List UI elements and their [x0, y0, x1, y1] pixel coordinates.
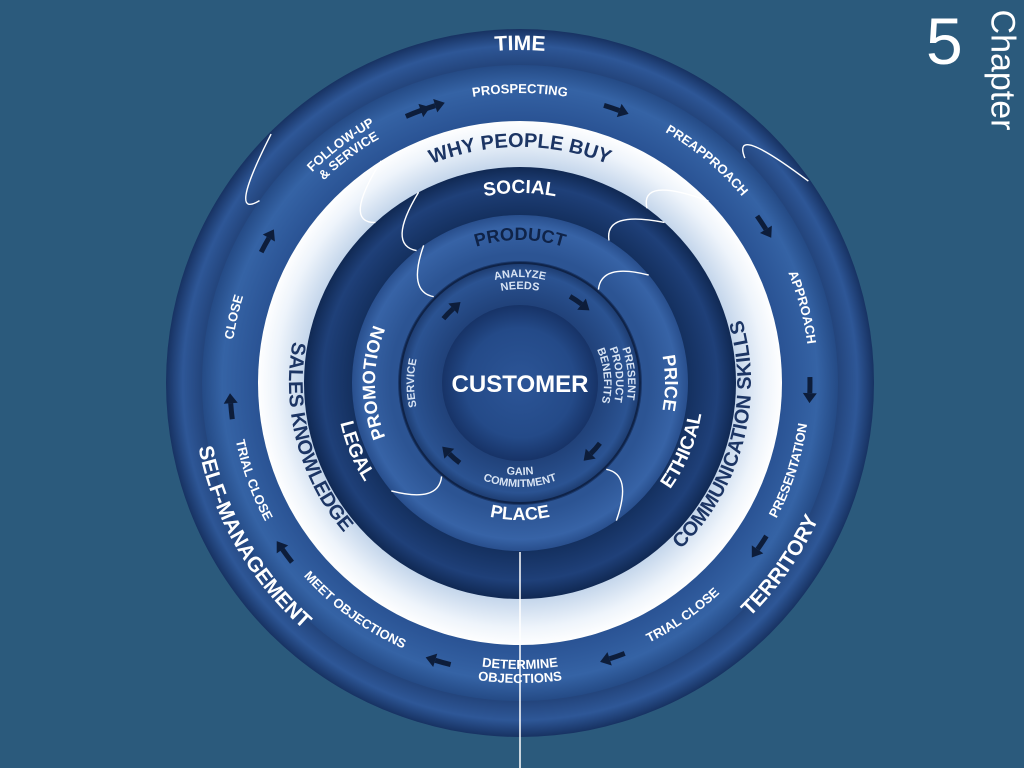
process-arrow-7-head — [425, 653, 438, 668]
inner-arrow-2-head — [583, 448, 596, 461]
divider-mix-upper-left — [416, 245, 434, 298]
divider-white-right — [645, 189, 709, 209]
customer-core — [442, 305, 598, 461]
dark-label-social: SOCIAL — [482, 177, 559, 201]
process-step-1: PROSPECTING — [471, 81, 569, 100]
inner-arrow-4 — [441, 306, 455, 321]
inner-cycle-step-1-line-2: NEEDS — [500, 280, 541, 294]
process-arrow-9 — [228, 403, 235, 420]
divider-mix-lower-right — [606, 468, 624, 521]
inner-arrow-3 — [447, 451, 462, 465]
inner-arrow-4-head — [448, 301, 461, 314]
process-arrow-9-head — [223, 393, 238, 404]
divider-dark-right — [608, 218, 665, 241]
process-arrow-8-head — [276, 541, 289, 554]
process-arrow-5 — [755, 534, 769, 551]
inner-cycle-step-4-line-1: SERVICE — [405, 357, 420, 408]
inner-cycle-step-3-line-2: COMMITMENT — [482, 472, 559, 490]
process-arrow-1-head — [433, 98, 445, 113]
process-arrow-3-head — [759, 225, 772, 238]
inner-arrow-1-head — [577, 298, 590, 311]
divider-mix-upper-right — [597, 270, 649, 290]
inner-cycle-step-1-line-1: ANALYZE — [493, 268, 547, 283]
inner-cycle-step-3-line-1: GAIN — [506, 465, 534, 478]
process-arrow-3 — [755, 214, 769, 231]
process-arrow-6-head — [600, 652, 612, 666]
process-arrow-6 — [608, 651, 626, 662]
mix-label-price: PRICE — [659, 353, 682, 413]
process-arrow-2-head — [616, 103, 629, 118]
inner-arrow-2 — [588, 441, 602, 456]
divider-dark-left — [401, 191, 420, 252]
process-arrow-11-head — [418, 103, 431, 118]
outer-label-time: TIME — [494, 32, 546, 56]
process-arrow-10-head — [262, 229, 275, 242]
inner-cycle-labels: ANALYZENEEDSPRESENTPRODUCTBENEFITSGAINCO… — [405, 268, 637, 490]
flow-arrows — [223, 98, 817, 668]
process-arrow-4-head — [802, 392, 817, 404]
inner-arrow-3-head — [442, 446, 455, 459]
divider-mix-lower-left — [391, 476, 443, 496]
ring-dividers — [245, 133, 809, 521]
divider-white-left — [359, 160, 382, 224]
process-arrow-11 — [404, 108, 422, 119]
mix-label-place: PLACE — [489, 501, 551, 524]
chapter-number: 5 — [926, 4, 963, 78]
divider-time-self — [245, 133, 272, 206]
divider-time-territory — [742, 144, 809, 182]
center-label-customer: CUSTOMER — [452, 371, 589, 398]
process-arrow-5-head — [751, 545, 764, 558]
